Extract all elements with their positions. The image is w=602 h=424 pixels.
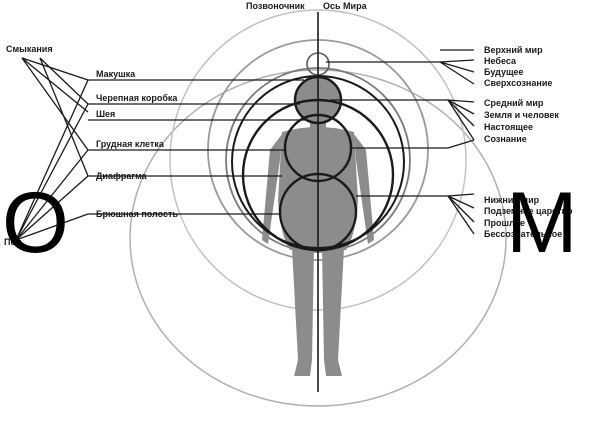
lower-world-2: Прошлое: [484, 218, 525, 228]
closures-title: Смыкания: [6, 44, 53, 54]
overlay-letter-m: M: [506, 175, 578, 271]
lower-world-1: Подземное царство: [484, 206, 573, 216]
label-neck: Шея: [96, 109, 115, 119]
upper-world-2: Будущее: [484, 67, 524, 77]
middle-world-0: Средний мир: [484, 98, 544, 108]
label-diaphragm: Диафрагма: [96, 171, 148, 181]
upper-world-1: Небеса: [484, 56, 517, 66]
label-crown: Макушка: [96, 69, 136, 79]
spine-label: Позвоночник: [246, 1, 305, 11]
label-abdomen: Брюшная полость: [96, 209, 178, 219]
right-leader-lines: [326, 49, 475, 235]
right-leg: [322, 248, 344, 376]
lower-world-0: Нижний мир: [484, 195, 540, 205]
lower-world-3: Бессознательное: [484, 229, 562, 239]
left-leg: [292, 248, 314, 376]
world-axis-label: Ось Мира: [323, 1, 368, 11]
middle-world-3: Сознание: [484, 134, 527, 144]
middle-world-2: Настоящее: [484, 122, 533, 132]
left-arm: [262, 134, 282, 244]
label-skull: Черепная коробка: [96, 93, 178, 103]
overlay-letter-o: O: [2, 175, 69, 271]
upper-world-0: Верхний мир: [484, 45, 543, 55]
left-leader-lines: [88, 79, 308, 215]
label-chest: Грудная клетка: [96, 139, 165, 149]
upper-world-3: Сверхсознание: [484, 78, 552, 88]
middle-world-1: Земля и человек: [484, 110, 559, 120]
label-clipped: Пол: [4, 237, 22, 247]
right-arm: [354, 134, 374, 244]
closure-fan-lines: [15, 57, 89, 241]
